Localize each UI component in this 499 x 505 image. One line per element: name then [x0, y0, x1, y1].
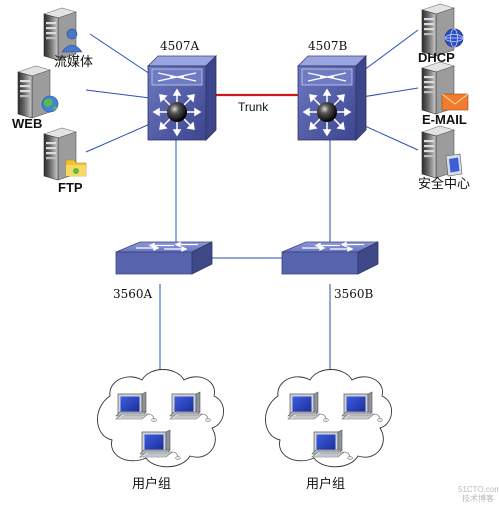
access-switch-label-3560a: 3560A	[113, 287, 153, 301]
link-web-core-a	[85, 89, 151, 99]
user-group-label-a: 用户组	[132, 476, 171, 492]
user-group-cloud-a	[97, 369, 224, 468]
core-switch-4507b[interactable]	[297, 55, 367, 141]
server-label-dhcp: DHCP	[418, 50, 455, 65]
globe-icon	[41, 95, 59, 113]
core-switch-label-4507b: 4507B	[308, 39, 348, 53]
server-label-streaming: 流媒体	[54, 55, 93, 70]
link-ftp-core-a	[85, 123, 151, 153]
watermark-line-1: 51CTO.com	[458, 485, 499, 494]
trunk-label: Trunk	[238, 100, 269, 114]
server-security-center[interactable]: 安全中心	[418, 125, 470, 192]
server-ftp[interactable]: FTP	[43, 127, 87, 195]
server-dhcp[interactable]: DHCP	[418, 3, 464, 65]
core-switch-label-4507a: 4507A	[160, 39, 200, 53]
folder-icon	[65, 159, 87, 177]
server-label-security-center: 安全中心	[418, 176, 470, 192]
link-streaming-core-a	[89, 33, 151, 75]
user-group-cloud-b	[265, 369, 392, 468]
access-switch-3560b[interactable]	[281, 241, 379, 275]
network-globe-icon	[444, 28, 464, 48]
links	[85, 29, 419, 382]
server-label-web: WEB	[12, 116, 42, 131]
server-label-ftp: FTP	[58, 180, 83, 195]
shield-icon	[445, 153, 463, 177]
watermark-line-2: 技术博客	[462, 493, 494, 503]
server-streaming[interactable]: 流媒体	[43, 7, 93, 70]
access-switch-label-3560b: 3560B	[334, 287, 374, 301]
server-web[interactable]: WEB	[12, 65, 59, 131]
server-email[interactable]: E-MAIL	[421, 61, 469, 127]
user-group-label-b: 用户组	[306, 476, 345, 492]
core-switch-4507a[interactable]	[147, 55, 217, 141]
server-label-email: E-MAIL	[422, 112, 467, 127]
access-switch-3560a[interactable]	[115, 241, 213, 275]
envelope-icon	[441, 93, 469, 111]
user-icon	[61, 28, 83, 53]
